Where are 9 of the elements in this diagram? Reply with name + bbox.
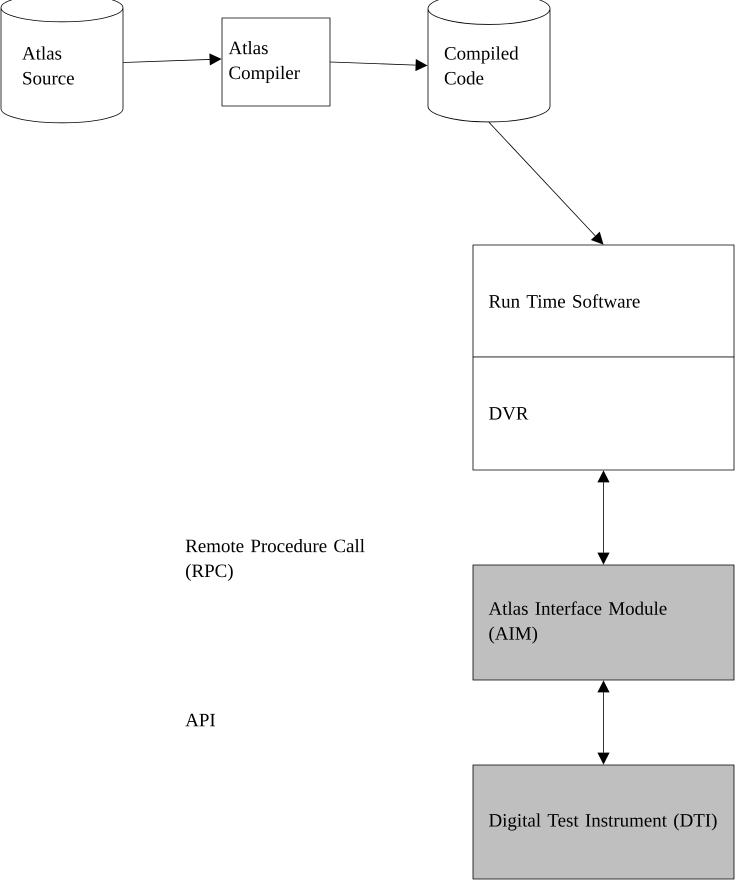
database-cylinder: Atlas Source [0,0,124,124]
module-box: Atlas Interface Module (AIM) [472,564,734,680]
instrument-box: Digital Test Instrument (DTI) [472,764,734,880]
software-box: DVR [472,356,734,470]
database-cylinder: Compiled Code [428,0,550,122]
process-box: Atlas Compiler [222,18,330,106]
interface-label: API [185,714,216,726]
interface-label: Remote Procedure Call (RPC) [186,538,365,582]
software-box: Run Time Software [472,244,734,358]
